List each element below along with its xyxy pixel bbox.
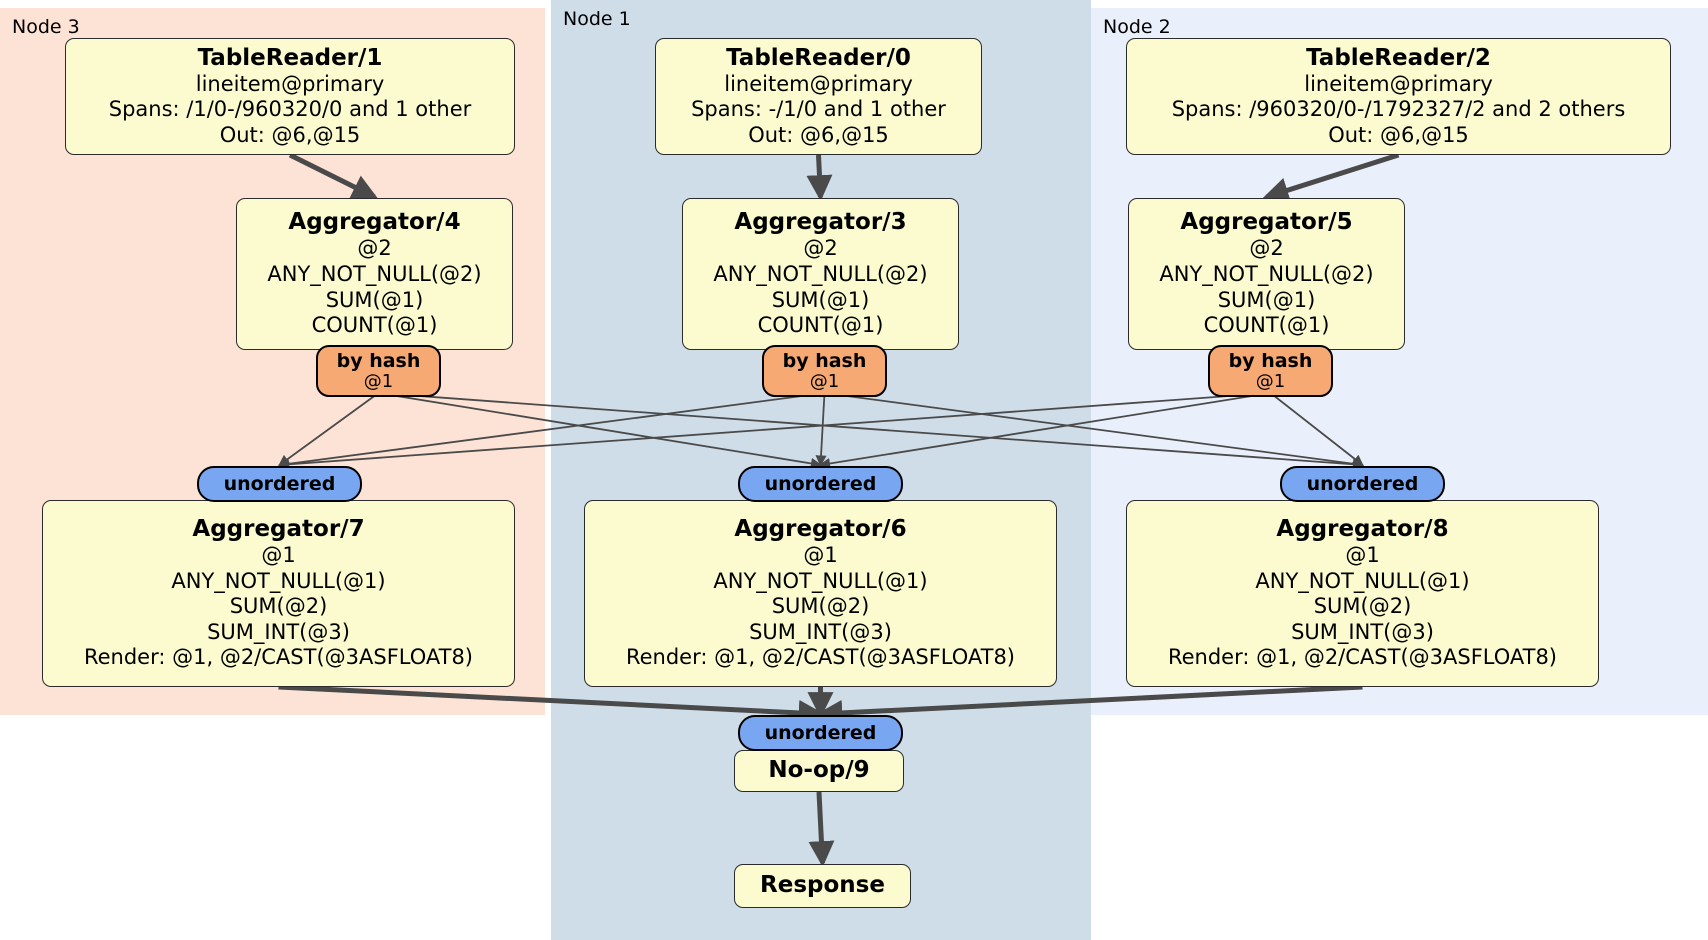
plan-box-detail-line: Out: @6,@15 [748, 122, 889, 147]
plan-box-noop9[interactable]: No-op/9 [734, 750, 904, 792]
plan-box-detail-line: @2 [1249, 236, 1284, 261]
plan-box-detail-line: SUM(@1) [1217, 287, 1316, 312]
plan-edge-hash5-to-unord7 [277, 392, 1271, 470]
plan-box-detail-line: Out: @6,@15 [1328, 122, 1469, 147]
plan-box-detail-line: ANY_NOT_NULL(@1) [713, 568, 928, 593]
plan-box-detail-line: lineitem@primary [195, 71, 385, 96]
stream-badge-hash5[interactable]: by hash@1 [1208, 345, 1333, 397]
plan-edge-hash3-to-unord6 [815, 392, 827, 467]
plan-box-title: TableReader/1 [197, 44, 383, 71]
plan-box-detail-line: SUM(@1) [325, 287, 424, 312]
stream-badge-label: by hash [1228, 349, 1313, 372]
plan-box-detail-line: SUM(@2) [229, 594, 328, 619]
plan-box-detail-line: ANY_NOT_NULL(@2) [1159, 261, 1374, 286]
plan-box-detail-line: @1 [803, 543, 838, 568]
plan-edge-agg7-to-unord9 [278, 684, 825, 726]
plan-box-title: Aggregator/7 [192, 515, 365, 542]
stream-badge-unord7[interactable]: unordered [197, 466, 362, 502]
plan-box-detail-line: Spans: /1/0-/960320/0 and 1 other [108, 97, 472, 122]
plan-box-resp[interactable]: Response [734, 864, 911, 908]
plan-box-detail-line: COUNT(@1) [311, 313, 438, 338]
plan-box-detail-line: Render: @1, @2/CAST(@3ASFLOAT8) [1167, 645, 1558, 670]
stream-badge-label: unordered [1306, 472, 1419, 495]
plan-edge-tr0-to-agg3 [806, 154, 833, 202]
plan-box-detail-line: @1 [261, 543, 296, 568]
plan-box-detail-line: SUM(@1) [771, 287, 870, 312]
plan-edge-hash4-to-unord8 [378, 392, 1365, 470]
plan-edge-tr1-to-agg4 [288, 152, 379, 200]
plan-box-detail-line: lineitem@primary [724, 71, 913, 96]
plan-edge-agg8-to-unord9 [816, 684, 1363, 726]
plan-edge-hash3-to-unord8 [824, 392, 1365, 470]
plan-box-title: Aggregator/6 [734, 515, 907, 542]
plan-box-detail-line: Spans: /960320/0-/1792327/2 and 2 others [1171, 97, 1626, 122]
plan-box-title: Aggregator/8 [1276, 515, 1449, 542]
plan-box-detail-line: SUM(@2) [771, 594, 870, 619]
plan-box-detail-line: ANY_NOT_NULL(@2) [713, 261, 928, 286]
node-panel-label-node3: Node 3 [12, 16, 80, 38]
plan-box-detail-line: SUM_INT(@3) [1291, 619, 1434, 644]
plan-box-detail-line: @1 [1345, 543, 1380, 568]
plan-edge-hash5-to-unord8 [1269, 392, 1364, 466]
plan-edge-tr2-to-agg5 [1262, 152, 1400, 203]
plan-box-detail-line: @2 [357, 236, 392, 261]
stream-badge-unord9[interactable]: unordered [738, 715, 903, 751]
node-panel-label-node2: Node 2 [1103, 16, 1171, 38]
plan-box-detail-line: ANY_NOT_NULL(@1) [171, 568, 386, 593]
plan-box-title: TableReader/2 [1306, 44, 1491, 71]
plan-box-title: Response [760, 872, 885, 899]
plan-box-detail-line: Spans: -/1/0 and 1 other [691, 97, 946, 122]
plan-box-detail-line: ANY_NOT_NULL(@1) [1255, 568, 1470, 593]
stream-badge-unord6[interactable]: unordered [738, 466, 903, 502]
stream-badge-sublabel: @1 [363, 370, 394, 392]
plan-box-detail-line: ANY_NOT_NULL(@2) [267, 261, 482, 286]
plan-edge-hash4-to-unord7 [278, 392, 380, 466]
plan-edge-hash4-to-unord6 [378, 392, 823, 469]
plan-box-detail-line: Out: @6,@15 [219, 122, 361, 147]
stream-badge-sublabel: @1 [1255, 370, 1286, 392]
plan-box-detail-line: COUNT(@1) [757, 313, 884, 338]
plan-box-detail-line: @2 [803, 236, 838, 261]
plan-box-detail-line: Render: @1, @2/CAST(@3ASFLOAT8) [83, 645, 474, 670]
stream-badge-label: by hash [782, 349, 867, 372]
stream-badge-label: unordered [764, 721, 877, 744]
plan-box-detail-line: COUNT(@1) [1203, 313, 1330, 338]
plan-edge-hash3-to-unord7 [277, 392, 825, 470]
stream-badge-label: unordered [223, 472, 336, 495]
stream-badge-label: unordered [764, 472, 877, 495]
plan-box-detail-line: Render: @1, @2/CAST(@3ASFLOAT8) [625, 645, 1016, 670]
stream-badge-sublabel: @1 [809, 370, 840, 392]
plan-edge-noop9-to-resp [808, 791, 835, 868]
stream-badge-unord8[interactable]: unordered [1280, 466, 1445, 502]
stream-badge-hash4[interactable]: by hash@1 [316, 345, 441, 397]
plan-edge-hash5-to-unord6 [818, 392, 1271, 469]
plan-box-title: TableReader/0 [726, 44, 911, 71]
plan-box-title: No-op/9 [768, 757, 870, 784]
plan-box-detail-line: SUM_INT(@3) [749, 619, 892, 644]
plan-box-title: Aggregator/4 [288, 209, 461, 236]
plan-box-detail-line: SUM_INT(@3) [207, 619, 350, 644]
stream-badge-hash3[interactable]: by hash@1 [762, 345, 887, 397]
plan-box-detail-line: lineitem@primary [1304, 71, 1493, 96]
plan-box-title: Aggregator/5 [1180, 209, 1353, 236]
node-panel-label-node1: Node 1 [563, 8, 631, 30]
stream-badge-label: by hash [336, 349, 421, 372]
plan-box-detail-line: SUM(@2) [1313, 594, 1412, 619]
plan-box-title: Aggregator/3 [734, 209, 907, 236]
